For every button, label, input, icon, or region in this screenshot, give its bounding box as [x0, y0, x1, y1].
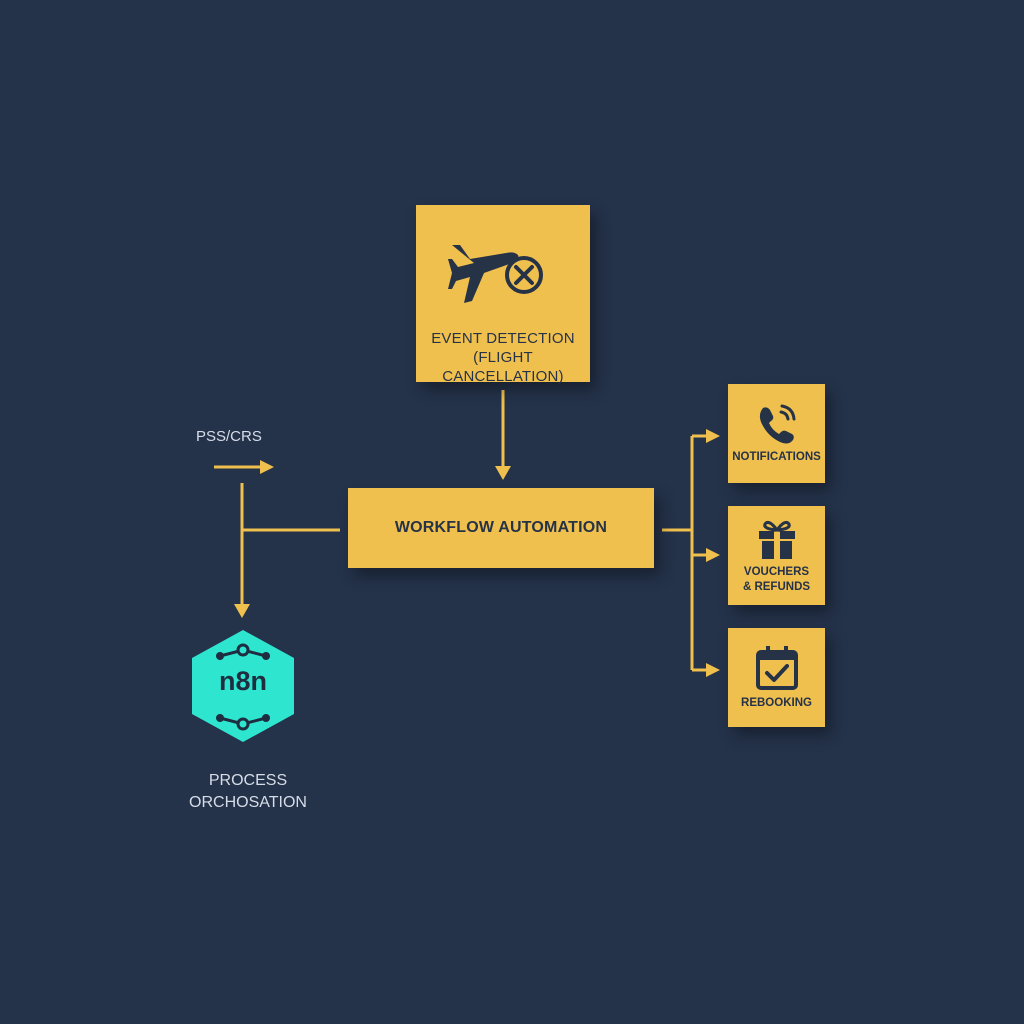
plane-cancel-icon	[448, 229, 558, 309]
process-orchestration-label: PROCESS ORCHOSATION	[170, 770, 326, 814]
event-arrowhead	[495, 466, 511, 480]
rebooking-arrowhead	[706, 663, 720, 677]
pss-arrowhead	[260, 460, 274, 474]
notifications-label: NOTIFICATIONS	[732, 450, 821, 465]
n8n-arrowhead	[234, 604, 250, 618]
notifications-label-line1: NOTIFICATIONS	[732, 451, 821, 463]
event-title-line2: (FLIGHT CANCELLATION)	[442, 349, 564, 385]
workflow-automation-label: WORKFLOW AUTOMATION	[394, 519, 608, 536]
vouchers-label-line2: & REFUNDS	[742, 580, 811, 593]
pss-crs-label: PSS/CRS	[196, 428, 262, 445]
rebooking-box: REBOOKING	[728, 628, 825, 727]
n8n-logo-text: n8n	[218, 666, 267, 696]
event-title-line1: EVENT DETECTION	[431, 330, 575, 347]
vouchers-arrowhead	[706, 548, 720, 562]
process-label-line1: PROCESS	[208, 772, 288, 789]
vouchers-refunds-box: VOUCHERS & REFUNDS	[728, 506, 825, 605]
event-detection-title: EVENT DETECTION (FLIGHT CANCELLATION)	[416, 329, 590, 386]
rebooking-label-line1: REBOOKING	[741, 697, 812, 709]
notifications-arrowhead	[706, 429, 720, 443]
phone-icon	[753, 402, 801, 446]
rebooking-label: REBOOKING	[741, 696, 812, 711]
process-label-line2: ORCHOSATION	[189, 794, 307, 811]
calendar-check-icon	[753, 644, 801, 692]
vouchers-refunds-label: VOUCHERS & REFUNDS	[743, 565, 810, 595]
event-detection-box: EVENT DETECTION (FLIGHT CANCELLATION)	[416, 205, 590, 385]
vouchers-label-line1: VOUCHERS	[743, 565, 810, 578]
n8n-logo: n8n	[190, 628, 296, 744]
notifications-box: NOTIFICATIONS	[728, 384, 825, 483]
workflow-automation-box: WORKFLOW AUTOMATION	[348, 488, 654, 568]
gift-icon	[755, 517, 799, 561]
